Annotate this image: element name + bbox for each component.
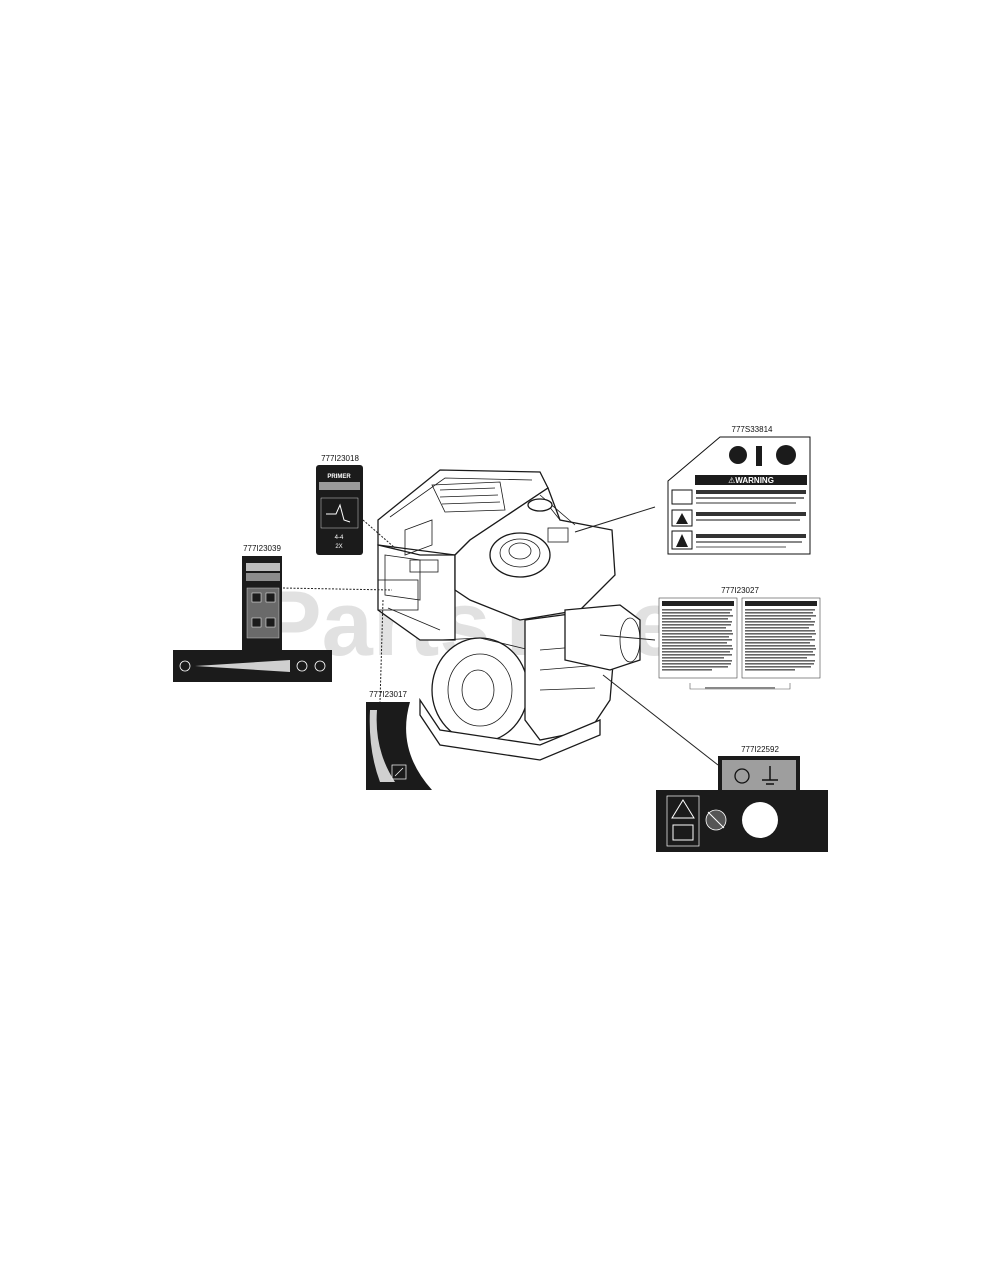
stop-icon (296, 660, 308, 672)
power-icon (734, 768, 750, 784)
part-2-decal[interactable]: 777I23039 (173, 544, 332, 682)
part-6-decal[interactable]: 777I22592 (656, 745, 828, 852)
part-1-decal[interactable]: 777I23018 PRIMER 4-4 2X (316, 454, 363, 555)
part-number-label: 777I23039 (243, 544, 281, 553)
part-5-decal[interactable]: 777I23027 (658, 586, 821, 690)
part-number-label: 777I23017 (369, 690, 407, 699)
person-icon (676, 534, 688, 547)
glove-icon (729, 446, 747, 464)
push-arrow-icon (762, 766, 778, 785)
decal-text-block-left (662, 609, 733, 671)
part-4-decal[interactable]: 777S33814 ⚠WARNING (667, 425, 811, 555)
primer-times: 2X (335, 544, 342, 550)
part-number-label: 777I23027 (721, 586, 759, 595)
speed-wedge-icon (195, 660, 290, 672)
start-button-circle (742, 802, 778, 838)
part-number-label: 777I23018 (321, 454, 359, 463)
fast-icon (314, 660, 326, 672)
decal-text-block-right (745, 609, 816, 671)
fire-icon (676, 513, 688, 524)
hand-icon (776, 445, 796, 465)
primer-count: 4-4 (335, 535, 344, 541)
part-number-label: 777I22592 (741, 745, 779, 754)
slow-icon (179, 660, 191, 672)
engine-illustration (377, 469, 641, 761)
primer-title: PRIMER (327, 474, 351, 480)
part-3-decal[interactable]: 777I23017 (366, 690, 432, 790)
primer-bulb-icon (326, 503, 351, 523)
warning-title: ⚠WARNING (728, 476, 774, 485)
manual-book-icon (672, 824, 694, 841)
warning-triangle-icon (671, 799, 695, 819)
bolt-icon (756, 446, 762, 466)
part-number-label: 777S33814 (732, 425, 773, 434)
leader-lines (282, 506, 719, 766)
